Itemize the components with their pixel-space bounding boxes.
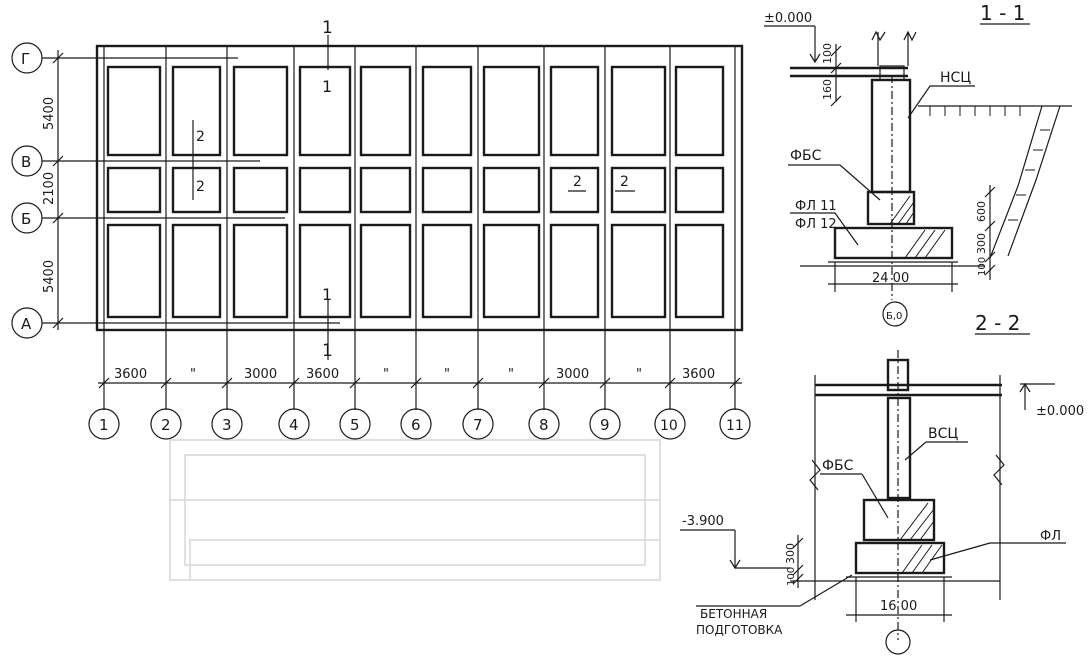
section-1-dim-600: 600 <box>975 201 988 222</box>
section-2-depth-level: -3.900 <box>682 514 724 529</box>
section-2-width: 16 00 <box>880 599 917 614</box>
section-mark-upper: 1 <box>322 77 332 96</box>
row-axis-bubbles: Г В Б А <box>11 42 43 339</box>
row-axis-A: А <box>21 315 32 333</box>
col-axis-6: 6 <box>411 416 421 434</box>
row-axis-B: Б <box>21 210 31 228</box>
section-1-1: 1 - 1 ±0.000 Б,0 100 <box>764 1 1072 327</box>
panel-mark-4: 2 <box>620 174 629 190</box>
col-axis-4: 4 <box>289 416 299 434</box>
col-axis-2: 2 <box>161 416 171 434</box>
col-axis-10: 10 <box>660 418 678 434</box>
col-axis-9: 9 <box>600 416 610 434</box>
section-1-title: 1 - 1 <box>980 1 1025 25</box>
col-axis-1: 1 <box>99 416 109 434</box>
plan-cells <box>106 65 725 319</box>
row-dim-2: 2100 <box>42 172 57 205</box>
row-axis-V: В <box>21 153 31 171</box>
section-1-level: ±0.000 <box>764 11 812 26</box>
section-mark-top: 1 <box>322 18 333 38</box>
section-2-wall-label: ВСЦ <box>928 426 958 442</box>
row-dim-1: 5400 <box>42 97 57 130</box>
col-dim-4: 3600 <box>306 367 339 382</box>
section-1-dim-100b: 100 <box>977 257 988 276</box>
section-1-width: 24 00 <box>872 271 909 286</box>
section-1-footing <box>833 226 954 260</box>
section-mark-lower: 1 <box>322 285 332 304</box>
row-axis-G: Г <box>21 50 30 68</box>
section-2-base-note-2: ПОДГОТОВКА <box>696 623 783 637</box>
section-2-footing <box>854 541 946 575</box>
column-axis-bubbles: 1 2 3 4 5 6 7 8 9 10 11 <box>88 408 751 440</box>
col-axis-5: 5 <box>350 416 360 434</box>
panel-mark-1: 2 <box>196 129 205 145</box>
section-2-level: ±0.000 <box>1036 404 1084 419</box>
col-dim-2: " <box>190 367 196 382</box>
section-1-axis: Б,0 <box>886 311 902 322</box>
col-dim-7: " <box>508 367 514 382</box>
col-dim-10: 3600 <box>682 367 715 382</box>
section-1-slab-label-1: ФЛ 11 <box>795 199 837 214</box>
panel-mark-2: 2 <box>196 179 205 195</box>
col-axis-8: 8 <box>539 416 549 434</box>
col-axis-11: 11 <box>726 418 744 434</box>
column-dimensions: 3600 " 3000 3600 " " " 3000 " 3600 <box>98 367 742 389</box>
section-1-wall <box>870 78 912 194</box>
section-1-dim-300: 300 <box>975 233 988 254</box>
section-2-2: 2 - 2 ±0.000 ВСЦ <box>680 311 1084 655</box>
section-1-block-label: ФБС <box>790 148 822 164</box>
section-1-block <box>866 190 916 226</box>
section-cuts: 1 1 1 1 2 2 2 2 <box>192 18 635 361</box>
col-dim-8: 3000 <box>556 367 589 382</box>
col-dim-6: " <box>444 367 450 382</box>
section-1-dim-100: 100 <box>821 43 834 64</box>
section-1-slab-label-2: ФЛ 12 <box>795 217 837 232</box>
section-2-wall <box>886 396 912 500</box>
section-1-dim-160: 160 <box>821 79 834 100</box>
section-1-wall-label: НСЦ <box>940 70 971 86</box>
col-dim-3: 3000 <box>244 367 277 382</box>
section-2-slab-label: ФЛ <box>1040 529 1061 544</box>
section-mark-bottom: 1 <box>322 341 333 361</box>
col-dim-5: " <box>383 367 389 382</box>
row-dim-3: 5400 <box>42 260 57 293</box>
plan-outline <box>95 44 744 332</box>
section-2-dim-100: 100 <box>786 567 797 586</box>
col-axis-3: 3 <box>222 416 232 434</box>
foundation-plan: 1 1 1 1 2 2 2 2 Г В Б А <box>11 18 751 440</box>
section-2-dim-300: 300 <box>784 543 797 564</box>
panel-mark-3: 2 <box>573 174 582 190</box>
section-2-block <box>862 498 936 542</box>
background-ghost <box>169 439 661 581</box>
section-2-title: 2 - 2 <box>975 311 1020 335</box>
col-axis-7: 7 <box>473 416 483 434</box>
section-2-base-note-1: БЕТОННАЯ <box>700 607 767 621</box>
col-dim-1: 3600 <box>114 367 147 382</box>
section-2-block-label: ФБС <box>822 458 854 474</box>
column-axis-lines <box>103 46 736 410</box>
row-axis-lines <box>42 57 340 324</box>
row-dimensions: 5400 2100 5400 <box>42 50 64 330</box>
col-dim-9: " <box>636 367 642 382</box>
